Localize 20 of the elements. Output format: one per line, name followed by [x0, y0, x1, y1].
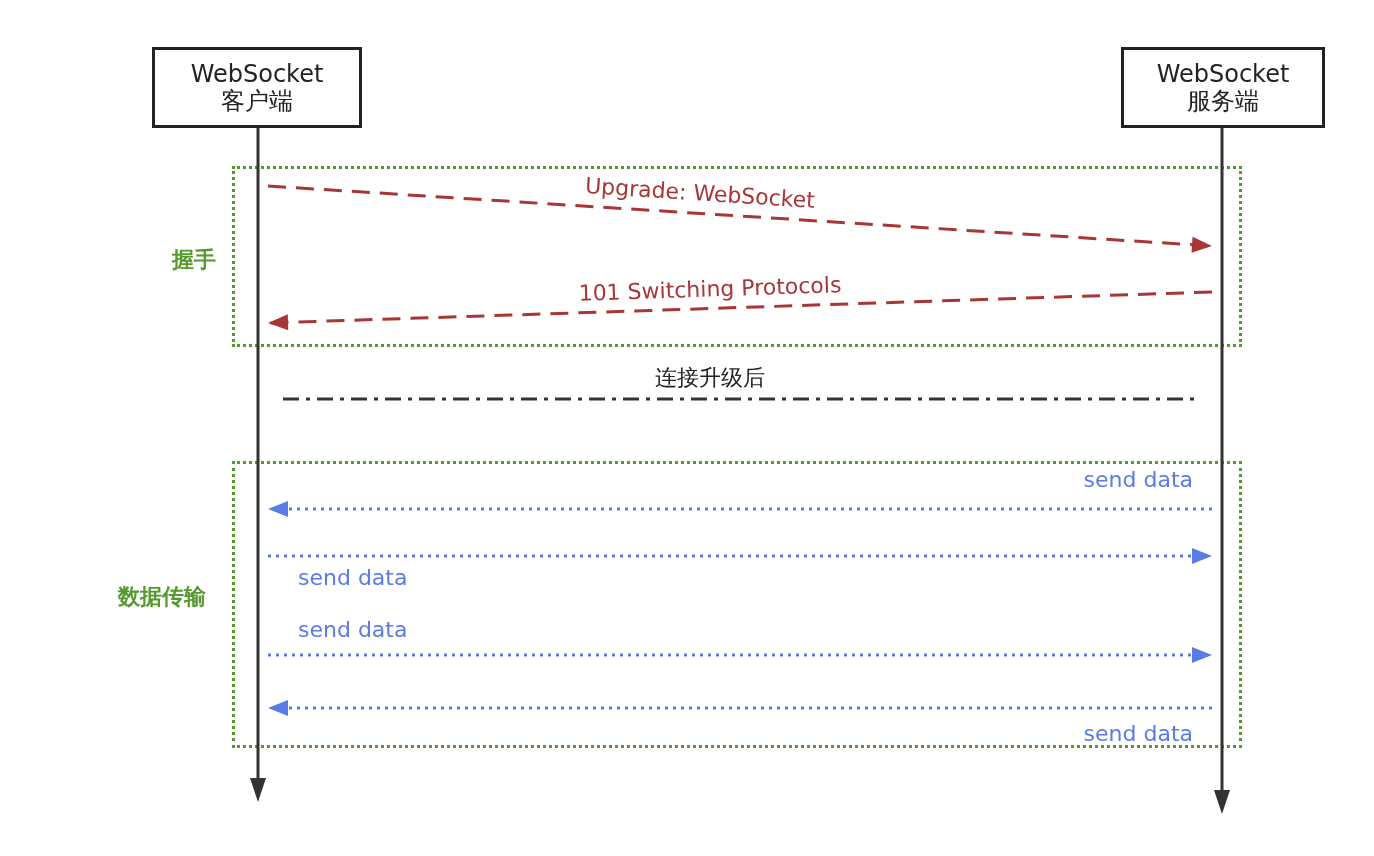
- message-arrow: [268, 548, 1212, 564]
- participant-name: WebSocket 服务端: [1155, 61, 1291, 114]
- message-arrow: [268, 501, 1212, 517]
- message-label: 101 Switching Protocols: [578, 272, 842, 306]
- message-label: send data: [298, 616, 408, 642]
- message-arrow: [268, 700, 1212, 716]
- message-arrow: [267, 184, 1213, 253]
- message-label: send data: [298, 564, 408, 590]
- message-arrow: [267, 290, 1213, 331]
- message-label: send data: [1083, 720, 1193, 746]
- participant-box: [1121, 47, 1325, 128]
- lifeline-arrow: [1212, 128, 1232, 814]
- message-label: Upgrade: WebSocket: [584, 173, 816, 213]
- lifeline-arrow: [248, 128, 268, 802]
- message-arrow: [268, 647, 1212, 663]
- participant-box: [152, 47, 362, 128]
- group-label: 数据传输: [116, 583, 207, 611]
- participant-name: WebSocket 客户端: [189, 61, 325, 114]
- group-label: 握手: [170, 246, 217, 274]
- message-label: send data: [1083, 466, 1193, 492]
